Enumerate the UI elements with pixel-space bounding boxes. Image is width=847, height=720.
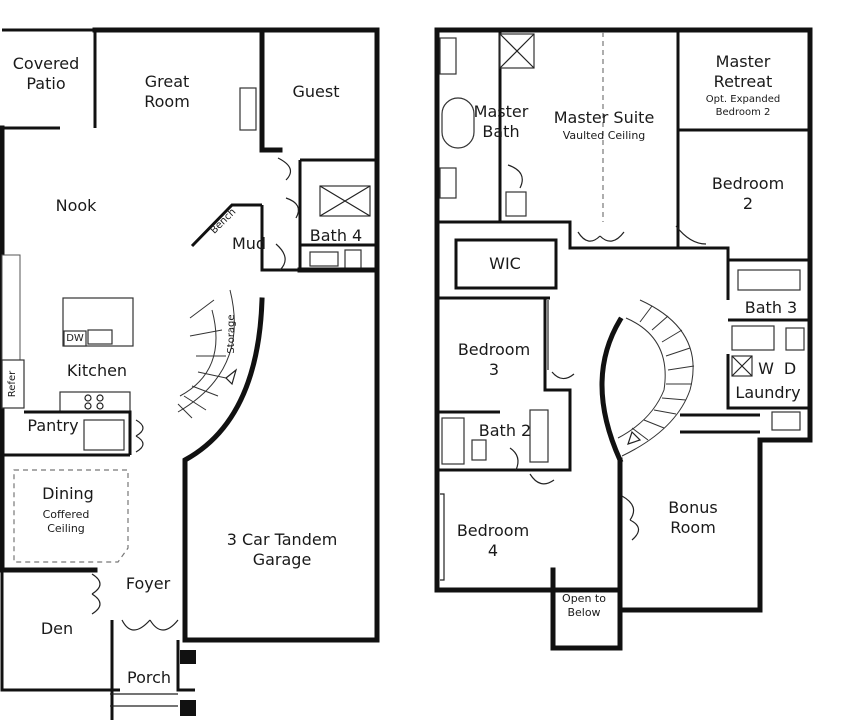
mud-label: Mud — [231, 234, 267, 253]
bedroom4-label: Bedroom 4 — [456, 521, 530, 560]
dw-label: DW — [66, 333, 84, 344]
bonus-room-door — [621, 495, 640, 541]
master-bath-label: Master Bath — [473, 102, 529, 141]
refer-label: Refer — [6, 370, 18, 398]
second-floor-stairs — [621, 299, 694, 457]
open-to-below-label: Open to Below — [562, 592, 606, 619]
wic-label: WIC — [489, 254, 521, 273]
covered-patio-label: Covered Patio — [12, 54, 80, 93]
pantry-door — [135, 419, 144, 453]
master-suite-note-label: Vaulted Ceiling — [562, 129, 646, 142]
nook-label: Nook — [55, 196, 97, 215]
dining-label: Dining — [42, 484, 94, 503]
bath3-toilet — [785, 327, 805, 351]
open-to-below-area — [550, 457, 623, 651]
kitchen-island — [62, 297, 134, 347]
master-toilet — [505, 191, 527, 217]
refrigerator — [1, 359, 25, 409]
bath2-walls — [437, 410, 510, 472]
mud-bench-wall — [190, 203, 262, 248]
stair-curved-wall — [599, 316, 624, 464]
bath2-label: Bath 2 — [478, 421, 532, 440]
pantry-walls — [2, 410, 132, 457]
bath2-tub — [441, 417, 465, 465]
den-label: Den — [40, 619, 74, 638]
bath3-label: Bath 3 — [744, 298, 798, 317]
bedroom2-wall — [678, 246, 810, 262]
bonus-room-wall — [617, 437, 813, 613]
bedroom3-walls — [435, 298, 572, 472]
dining-coffered-ceiling — [13, 469, 129, 563]
fireplace — [239, 87, 257, 131]
garage-label: 3 Car Tandem Garage — [226, 530, 338, 569]
bonus-room-label: Bonus Room — [668, 498, 718, 537]
master-tub — [441, 97, 475, 149]
second-floor-plan — [434, 27, 813, 651]
kitchen-sink — [87, 329, 113, 345]
bath3-tub — [731, 325, 775, 351]
master-retreat-label: Master Retreat — [713, 52, 773, 91]
den-door — [91, 573, 101, 615]
bath2-vanity — [529, 409, 549, 463]
storage-label: Storage — [225, 314, 237, 354]
dishwasher — [63, 330, 87, 347]
master-vanity-2 — [439, 167, 457, 199]
laundry-label: Laundry — [735, 383, 801, 402]
master-vanity-1 — [439, 37, 457, 75]
wic-walls — [437, 220, 558, 290]
master-double-door — [577, 231, 625, 242]
garage-curved-wall — [182, 297, 265, 643]
dining-note-label: Coffered Ceiling — [42, 508, 90, 535]
bath3-walls — [726, 260, 810, 410]
bath4-label: Bath 4 — [309, 226, 363, 245]
bedroom2-label: Bedroom 2 — [711, 174, 785, 213]
bath3-vanity — [737, 269, 801, 291]
mud-room-wall — [260, 205, 300, 272]
stair-arrow — [225, 368, 238, 386]
porch-label: Porch — [126, 668, 172, 687]
den-outer-wall — [0, 570, 120, 692]
bedroom3-label: Bedroom 3 — [457, 340, 531, 379]
master-retreat-note-label: Opt. Expanded Bedroom 2 — [705, 94, 781, 118]
front-door — [121, 619, 179, 631]
laundry-sink — [771, 411, 801, 431]
first-floor-plan — [0, 27, 380, 720]
porch-walls — [110, 620, 195, 720]
second-floor-outer-wall — [434, 27, 813, 439]
bath4-toilet — [344, 249, 362, 271]
great-room-label: Great Room — [144, 72, 190, 111]
dryer-label: D — [783, 359, 797, 378]
bath2-toilet — [471, 439, 487, 461]
guest-room-wall — [259, 27, 283, 153]
guest-label: Guest — [292, 82, 340, 101]
kitchen-label: Kitchen — [66, 361, 128, 380]
washer-label: W — [758, 359, 774, 378]
range-counter — [59, 391, 131, 413]
bath4-sink — [309, 251, 339, 267]
pantry-label: Pantry — [27, 416, 79, 435]
master-suite-label: Master Suite — [553, 108, 655, 127]
foyer-label: Foyer — [125, 574, 171, 593]
